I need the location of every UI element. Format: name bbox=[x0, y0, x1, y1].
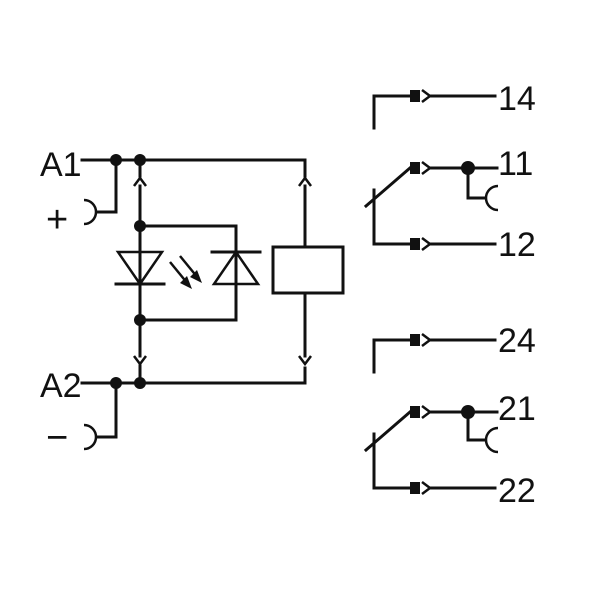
minus-label: − bbox=[46, 417, 68, 459]
plug-connector-icon bbox=[133, 175, 147, 187]
led-icon bbox=[114, 250, 202, 289]
test-socket-icon bbox=[484, 426, 499, 454]
terminal-a1-label: A1 bbox=[40, 146, 82, 184]
terminal-22-label: 22 bbox=[498, 472, 536, 510]
test-socket-icon bbox=[484, 184, 499, 212]
contact-set-2 bbox=[363, 333, 499, 495]
plug-connector-icon bbox=[298, 175, 312, 187]
plus-socket-icon bbox=[83, 198, 98, 226]
diode-icon bbox=[210, 249, 262, 286]
terminal-21-label: 21 bbox=[498, 390, 536, 428]
junction-dot bbox=[134, 314, 146, 326]
terminal-14-label: 14 bbox=[498, 80, 536, 118]
plug-connector-icon bbox=[133, 355, 147, 367]
junction-dot bbox=[134, 220, 146, 232]
contact-set-1 bbox=[363, 89, 499, 251]
coil-circuit bbox=[80, 154, 345, 451]
terminal-24-label: 24 bbox=[498, 322, 536, 360]
plug-connector-icon bbox=[298, 355, 312, 367]
terminal-a2-label: A2 bbox=[40, 367, 82, 405]
minus-socket-icon bbox=[83, 423, 98, 451]
relay-coil bbox=[271, 245, 345, 295]
plus-label: + bbox=[46, 199, 68, 241]
terminal-11-label: 11 bbox=[498, 145, 533, 183]
terminal-12-label: 12 bbox=[498, 226, 536, 264]
junction-dot bbox=[110, 154, 122, 166]
junction-dot bbox=[110, 377, 122, 389]
